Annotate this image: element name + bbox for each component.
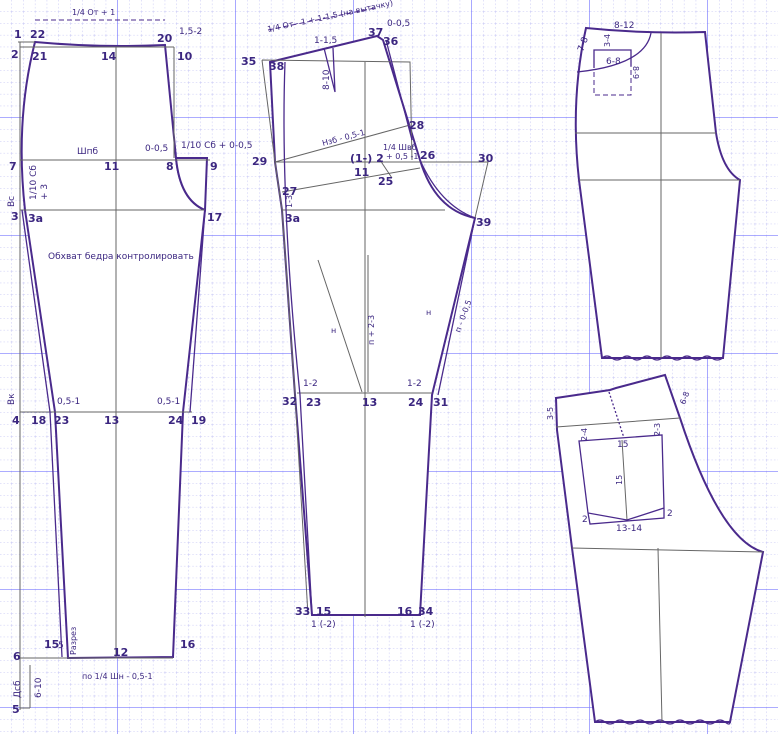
svg-text:30: 30 <box>478 152 494 165</box>
svg-text:1/10 Сб + 0-0,5: 1/10 Сб + 0-0,5 <box>181 141 252 151</box>
svg-text:21: 21 <box>32 50 47 63</box>
svg-text:1-1,5: 1-1,5 <box>314 36 337 46</box>
svg-text:0,5-1: 0,5-1 <box>57 397 80 407</box>
svg-text:п + 2-3: п + 2-3 <box>367 315 376 345</box>
svg-text:13: 13 <box>104 414 119 427</box>
svg-text:5: 5 <box>12 703 20 716</box>
svg-text:0,5-1: 0,5-1 <box>157 397 180 407</box>
svg-text:15: 15 <box>316 605 331 618</box>
svg-text:10: 10 <box>177 50 193 63</box>
svg-text:3: 3 <box>11 210 19 223</box>
svg-text:8: 8 <box>166 160 174 173</box>
svg-text:1-3: 1-3 <box>285 195 294 208</box>
svg-text:16: 16 <box>397 605 413 618</box>
svg-text:1/4 Швб: 1/4 Швб <box>383 143 417 152</box>
svg-text:8-10: 8-10 <box>322 69 332 90</box>
svg-text:1: 1 <box>14 28 22 41</box>
svg-text:23: 23 <box>306 396 321 409</box>
svg-text:12: 12 <box>113 646 128 659</box>
svg-text:35: 35 <box>241 55 256 68</box>
svg-text:Шпб: Шпб <box>77 147 99 157</box>
svg-text:по 1/4 Шн - 0,5-1: по 1/4 Шн - 0,5-1 <box>82 672 153 681</box>
svg-text:34: 34 <box>418 605 434 618</box>
svg-text:н: н <box>331 326 336 335</box>
back-pocket-labels: 3-5 6-8 2-4 2-3 15 15 2 2 13-14 <box>546 390 691 534</box>
svg-text:2-4: 2-4 <box>580 428 589 441</box>
svg-text:3-5: 3-5 <box>546 407 555 420</box>
svg-text:14: 14 <box>101 50 117 63</box>
svg-text:23: 23 <box>54 414 69 427</box>
svg-text:24: 24 <box>408 396 424 409</box>
svg-text:(1-) 2: (1-) 2 <box>350 152 384 165</box>
svg-text:н: н <box>426 308 431 317</box>
svg-text:4: 4 <box>12 414 20 427</box>
svg-text:37: 37 <box>368 26 383 39</box>
svg-text:29: 29 <box>252 155 267 168</box>
svg-text:27: 27 <box>282 185 297 198</box>
svg-text:8-9: 8-9 <box>631 66 640 79</box>
svg-text:Вс: Вс <box>7 196 17 207</box>
svg-text:13: 13 <box>362 396 377 409</box>
svg-text:18: 18 <box>31 414 46 427</box>
svg-text:38: 38 <box>269 60 284 73</box>
svg-text:15: 15 <box>617 440 628 450</box>
svg-text:33: 33 <box>295 605 310 618</box>
svg-text:26: 26 <box>420 149 436 162</box>
svg-text:15: 15 <box>44 638 59 651</box>
svg-text:2: 2 <box>11 48 19 61</box>
svg-text:1/10 Сб: 1/10 Сб <box>29 165 39 200</box>
svg-text:+ 0,5 -1: + 0,5 -1 <box>386 152 419 161</box>
svg-text:11: 11 <box>104 160 119 173</box>
svg-text:17: 17 <box>207 211 222 224</box>
back-trouser-piece <box>261 7 489 617</box>
svg-text:5: 5 <box>58 641 64 651</box>
svg-text:2: 2 <box>667 509 673 519</box>
svg-text:31: 31 <box>433 396 448 409</box>
svg-text:+ 3: + 3 <box>40 184 50 200</box>
front-trouser-piece <box>18 19 210 710</box>
svg-text:1-2: 1-2 <box>407 379 422 389</box>
svg-text:3а: 3а <box>285 212 300 225</box>
svg-text:11: 11 <box>354 166 369 179</box>
svg-text:20: 20 <box>157 32 173 45</box>
svg-text:6-8: 6-8 <box>678 390 691 405</box>
svg-text:25: 25 <box>378 175 393 188</box>
svg-text:1-2: 1-2 <box>303 379 318 389</box>
svg-text:1 (-2): 1 (-2) <box>311 620 336 630</box>
svg-text:15: 15 <box>615 475 624 485</box>
back-pocket-piece <box>554 373 765 725</box>
svg-text:24: 24 <box>168 414 184 427</box>
svg-text:0-0,5: 0-0,5 <box>145 144 168 154</box>
svg-text:28: 28 <box>409 119 424 132</box>
svg-text:7: 7 <box>9 160 17 173</box>
svg-text:8-12: 8-12 <box>614 21 634 31</box>
front-pocket-labels: 7-8 8-12 3-4 6-8 8-9 <box>576 21 640 79</box>
svg-text:32: 32 <box>282 395 297 408</box>
svg-text:22: 22 <box>30 28 45 41</box>
front-pocket-piece <box>574 26 742 361</box>
svg-text:7-8: 7-8 <box>576 36 591 53</box>
svg-text:Разрез: Разрез <box>69 627 78 655</box>
svg-text:1 (-2): 1 (-2) <box>410 620 435 630</box>
svg-text:6-10: 6-10 <box>34 677 44 698</box>
svg-text:6: 6 <box>13 650 21 663</box>
svg-text:Вк: Вк <box>7 393 17 405</box>
svg-text:Обхват бедра контролировать: Обхват бедра контролировать <box>48 252 194 262</box>
svg-text:6-8: 6-8 <box>606 57 621 67</box>
front-labels: 1/4 От + 1 1 22 20 1,5-2 2 21 14 10 Шпб … <box>7 8 252 716</box>
svg-text:3-4: 3-4 <box>603 34 612 47</box>
svg-text:3а: 3а <box>28 212 43 225</box>
svg-text:2: 2 <box>582 515 588 525</box>
svg-text:19: 19 <box>191 414 206 427</box>
svg-text:39: 39 <box>476 216 491 229</box>
svg-text:Дсб: Дсб <box>13 680 23 698</box>
svg-text:36: 36 <box>383 35 399 48</box>
svg-text:1,5-2: 1,5-2 <box>179 27 202 37</box>
svg-text:0-0,5: 0-0,5 <box>387 19 410 29</box>
svg-text:9: 9 <box>210 160 218 173</box>
svg-text:16: 16 <box>180 638 196 651</box>
svg-text:13-14: 13-14 <box>616 524 642 534</box>
svg-text:1/4 От + 1: 1/4 От + 1 <box>72 8 115 17</box>
svg-text:2-3: 2-3 <box>653 423 662 436</box>
